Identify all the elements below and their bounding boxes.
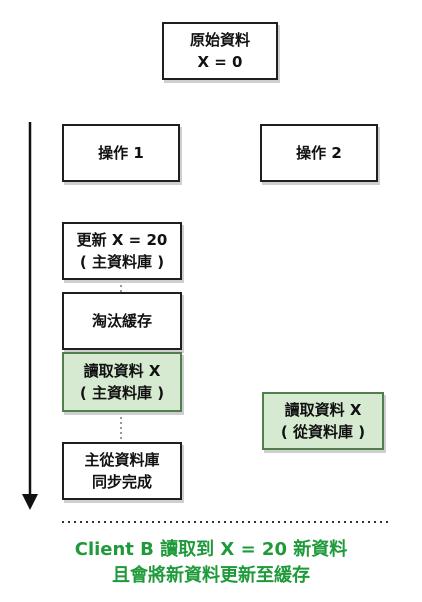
operation-2-label: 操作 2: [296, 144, 342, 162]
step-replication-done-line1: 主從資料庫: [84, 451, 160, 469]
step-read-primary: 讀取資料 X ( 主資料庫 ): [62, 352, 182, 412]
step-read-replica-line1: 讀取資料 X: [284, 401, 362, 419]
step-read-primary-line1: 讀取資料 X: [83, 362, 161, 380]
step-replication-done: 主從資料庫 同步完成: [62, 442, 182, 500]
step-read-replica: 讀取資料 X ( 從資料庫 ): [262, 392, 384, 450]
step-update-primary-line1: 更新 X = 20: [76, 231, 168, 249]
operation-1-header: 操作 1: [62, 124, 180, 182]
step-evict-cache: 淘汰緩存: [62, 292, 182, 350]
step-replication-done-line2: 同步完成: [91, 473, 152, 491]
conclusion-line-2: 且會將新資料更新至緩存: [112, 565, 310, 586]
conclusion-line-1: Client B 讀取到 X = 20 新資料: [74, 539, 348, 560]
step-read-primary-line2: ( 主資料庫 ): [79, 384, 165, 402]
operation-1-label: 操作 1: [98, 144, 144, 162]
step-update-primary: 更新 X = 20 ( 主資料庫 ): [62, 222, 182, 280]
step-update-primary-line2: ( 主資料庫 ): [79, 253, 165, 271]
step-read-replica-line2: ( 從資料庫 ): [280, 423, 366, 441]
original-data-value: X = 0: [197, 53, 243, 71]
original-data-title: 原始資料: [189, 31, 250, 49]
step-evict-cache-line1: 淘汰緩存: [91, 312, 152, 330]
time-arrow-head: [22, 494, 38, 510]
original-data-box: 原始資料 X = 0: [162, 22, 278, 80]
operation-2-header: 操作 2: [260, 124, 378, 182]
